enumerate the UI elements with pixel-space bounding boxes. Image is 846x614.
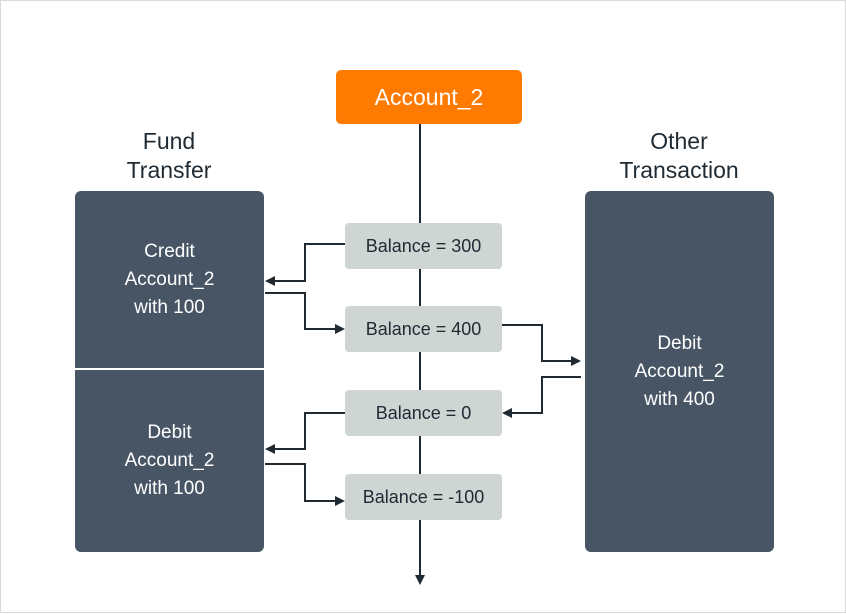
balance-node-neg100: Balance = -100 [345,474,502,520]
account-node: Account_2 [336,70,522,124]
credit-step: Credit Account_2 with 100 [75,191,264,368]
other-transaction-heading: Other Transaction [579,127,779,185]
other-debit-line2: Account_2 [634,360,725,382]
arrow-balance300-to-credit [265,243,345,286]
fund-transfer-heading-line1: Fund [142,128,196,154]
balance-node-0: Balance = 0 [345,390,502,436]
balance-label: Balance = 400 [365,318,482,339]
debit-step: Debit Account_2 with 100 [75,370,264,552]
arrow-debit-to-balance-neg100 [265,463,345,506]
balance-label: Balance = -100 [362,486,485,507]
debit-step-line1: Debit [147,422,192,443]
balance-node-300: Balance = 300 [345,223,502,269]
arrow-balance400-to-other-debit [502,324,581,366]
balance-label: Balance = 0 [375,402,472,423]
balance-node-400: Balance = 400 [345,306,502,352]
other-transaction-heading-line2: Transaction [619,157,739,183]
other-debit-line1: Debit [657,332,702,354]
fund-transfer-heading: Fund Transfer [69,127,269,185]
other-debit-line3: with 400 [644,388,715,410]
credit-step-line1: Credit [144,240,195,262]
other-transaction-panel: Debit Account_2 with 400 [585,191,774,552]
debit-step-line3: with 100 [134,478,205,499]
arrow-balance0-to-debit [265,412,345,454]
fund-transfer-heading-line2: Transfer [126,157,212,183]
account-label: Account_2 [374,83,484,110]
arrow-credit-to-balance400 [265,292,345,334]
balance-label: Balance = 300 [365,235,482,256]
fund-transfer-divider [75,368,264,370]
credit-step-line2: Account_2 [124,268,215,290]
credit-step-line3: with 100 [134,296,205,318]
other-transaction-heading-line1: Other [650,128,708,154]
debit-step-line2: Account_2 [124,450,215,471]
arrow-other-debit-to-balance0 [502,376,581,418]
fund-transfer-panel [75,191,264,552]
